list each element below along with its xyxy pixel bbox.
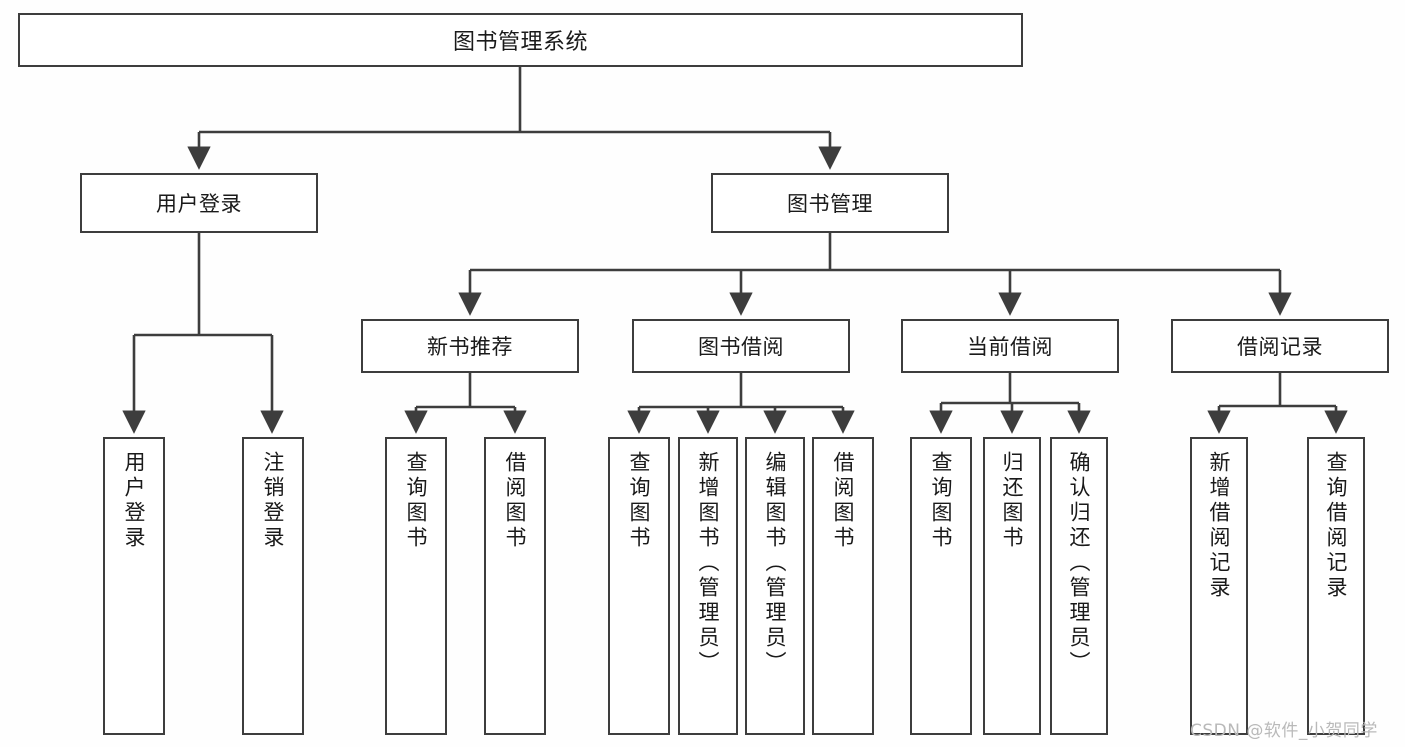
node-user-login-label: 用户登录 bbox=[156, 192, 242, 216]
leaf-add-borrow-record[interactable]: 新增借阅记录 bbox=[1190, 437, 1248, 735]
node-root-label: 图书管理系统 bbox=[452, 30, 588, 55]
watermark: CSDN @软件_小贺同学 bbox=[1190, 721, 1378, 741]
leaf-query-book-borrow-label: 查询图书 bbox=[627, 451, 652, 551]
leaf-add-borrow-record-label: 新增借阅记录 bbox=[1207, 451, 1232, 601]
leaf-query-book-newbook[interactable]: 查询图书 bbox=[385, 437, 447, 735]
leaf-confirm-return-admin[interactable]: 确认归还（管理员） bbox=[1050, 437, 1108, 735]
leaf-borrow-book[interactable]: 借阅图书 bbox=[812, 437, 874, 735]
leaf-user-login-label: 用户登录 bbox=[122, 451, 147, 551]
node-user-login[interactable]: 用户登录 bbox=[80, 173, 318, 233]
leaf-borrow-book-newbook[interactable]: 借阅图书 bbox=[484, 437, 546, 735]
leaf-query-book-borrow[interactable]: 查询图书 bbox=[608, 437, 670, 735]
node-book-borrow-label: 图书借阅 bbox=[698, 335, 784, 359]
node-current-borrow[interactable]: 当前借阅 bbox=[901, 319, 1119, 373]
node-new-book-recommend[interactable]: 新书推荐 bbox=[361, 319, 579, 373]
leaf-logout[interactable]: 注销登录 bbox=[242, 437, 304, 735]
leaf-add-book-admin[interactable]: 新增图书（管理员） bbox=[678, 437, 738, 735]
leaf-query-book-current[interactable]: 查询图书 bbox=[910, 437, 972, 735]
node-borrow-records[interactable]: 借阅记录 bbox=[1171, 319, 1389, 373]
leaf-query-book-newbook-label: 查询图书 bbox=[404, 451, 429, 551]
leaf-add-book-admin-label: 新增图书（管理员） bbox=[696, 451, 721, 676]
leaf-edit-book-admin[interactable]: 编辑图书（管理员） bbox=[745, 437, 805, 735]
leaf-return-book[interactable]: 归还图书 bbox=[983, 437, 1041, 735]
leaf-query-book-current-label: 查询图书 bbox=[929, 451, 954, 551]
leaf-borrow-book-label: 借阅图书 bbox=[831, 451, 856, 551]
node-root[interactable]: 图书管理系统 bbox=[18, 13, 1023, 67]
leaf-edit-book-admin-label: 编辑图书（管理员） bbox=[763, 451, 788, 676]
node-book-management-label: 图书管理 bbox=[787, 192, 873, 216]
leaf-logout-label: 注销登录 bbox=[261, 451, 286, 551]
node-new-book-recommend-label: 新书推荐 bbox=[427, 335, 513, 359]
leaf-confirm-return-admin-label: 确认归还（管理员） bbox=[1067, 451, 1092, 676]
node-current-borrow-label: 当前借阅 bbox=[967, 335, 1053, 359]
leaf-query-borrow-record-label: 查询借阅记录 bbox=[1324, 451, 1349, 601]
leaf-borrow-book-newbook-label: 借阅图书 bbox=[503, 451, 528, 551]
leaf-return-book-label: 归还图书 bbox=[1000, 451, 1025, 551]
node-book-borrow[interactable]: 图书借阅 bbox=[632, 319, 850, 373]
node-book-management[interactable]: 图书管理 bbox=[711, 173, 949, 233]
node-borrow-records-label: 借阅记录 bbox=[1237, 335, 1323, 359]
leaf-query-borrow-record[interactable]: 查询借阅记录 bbox=[1307, 437, 1365, 735]
leaf-user-login[interactable]: 用户登录 bbox=[103, 437, 165, 735]
